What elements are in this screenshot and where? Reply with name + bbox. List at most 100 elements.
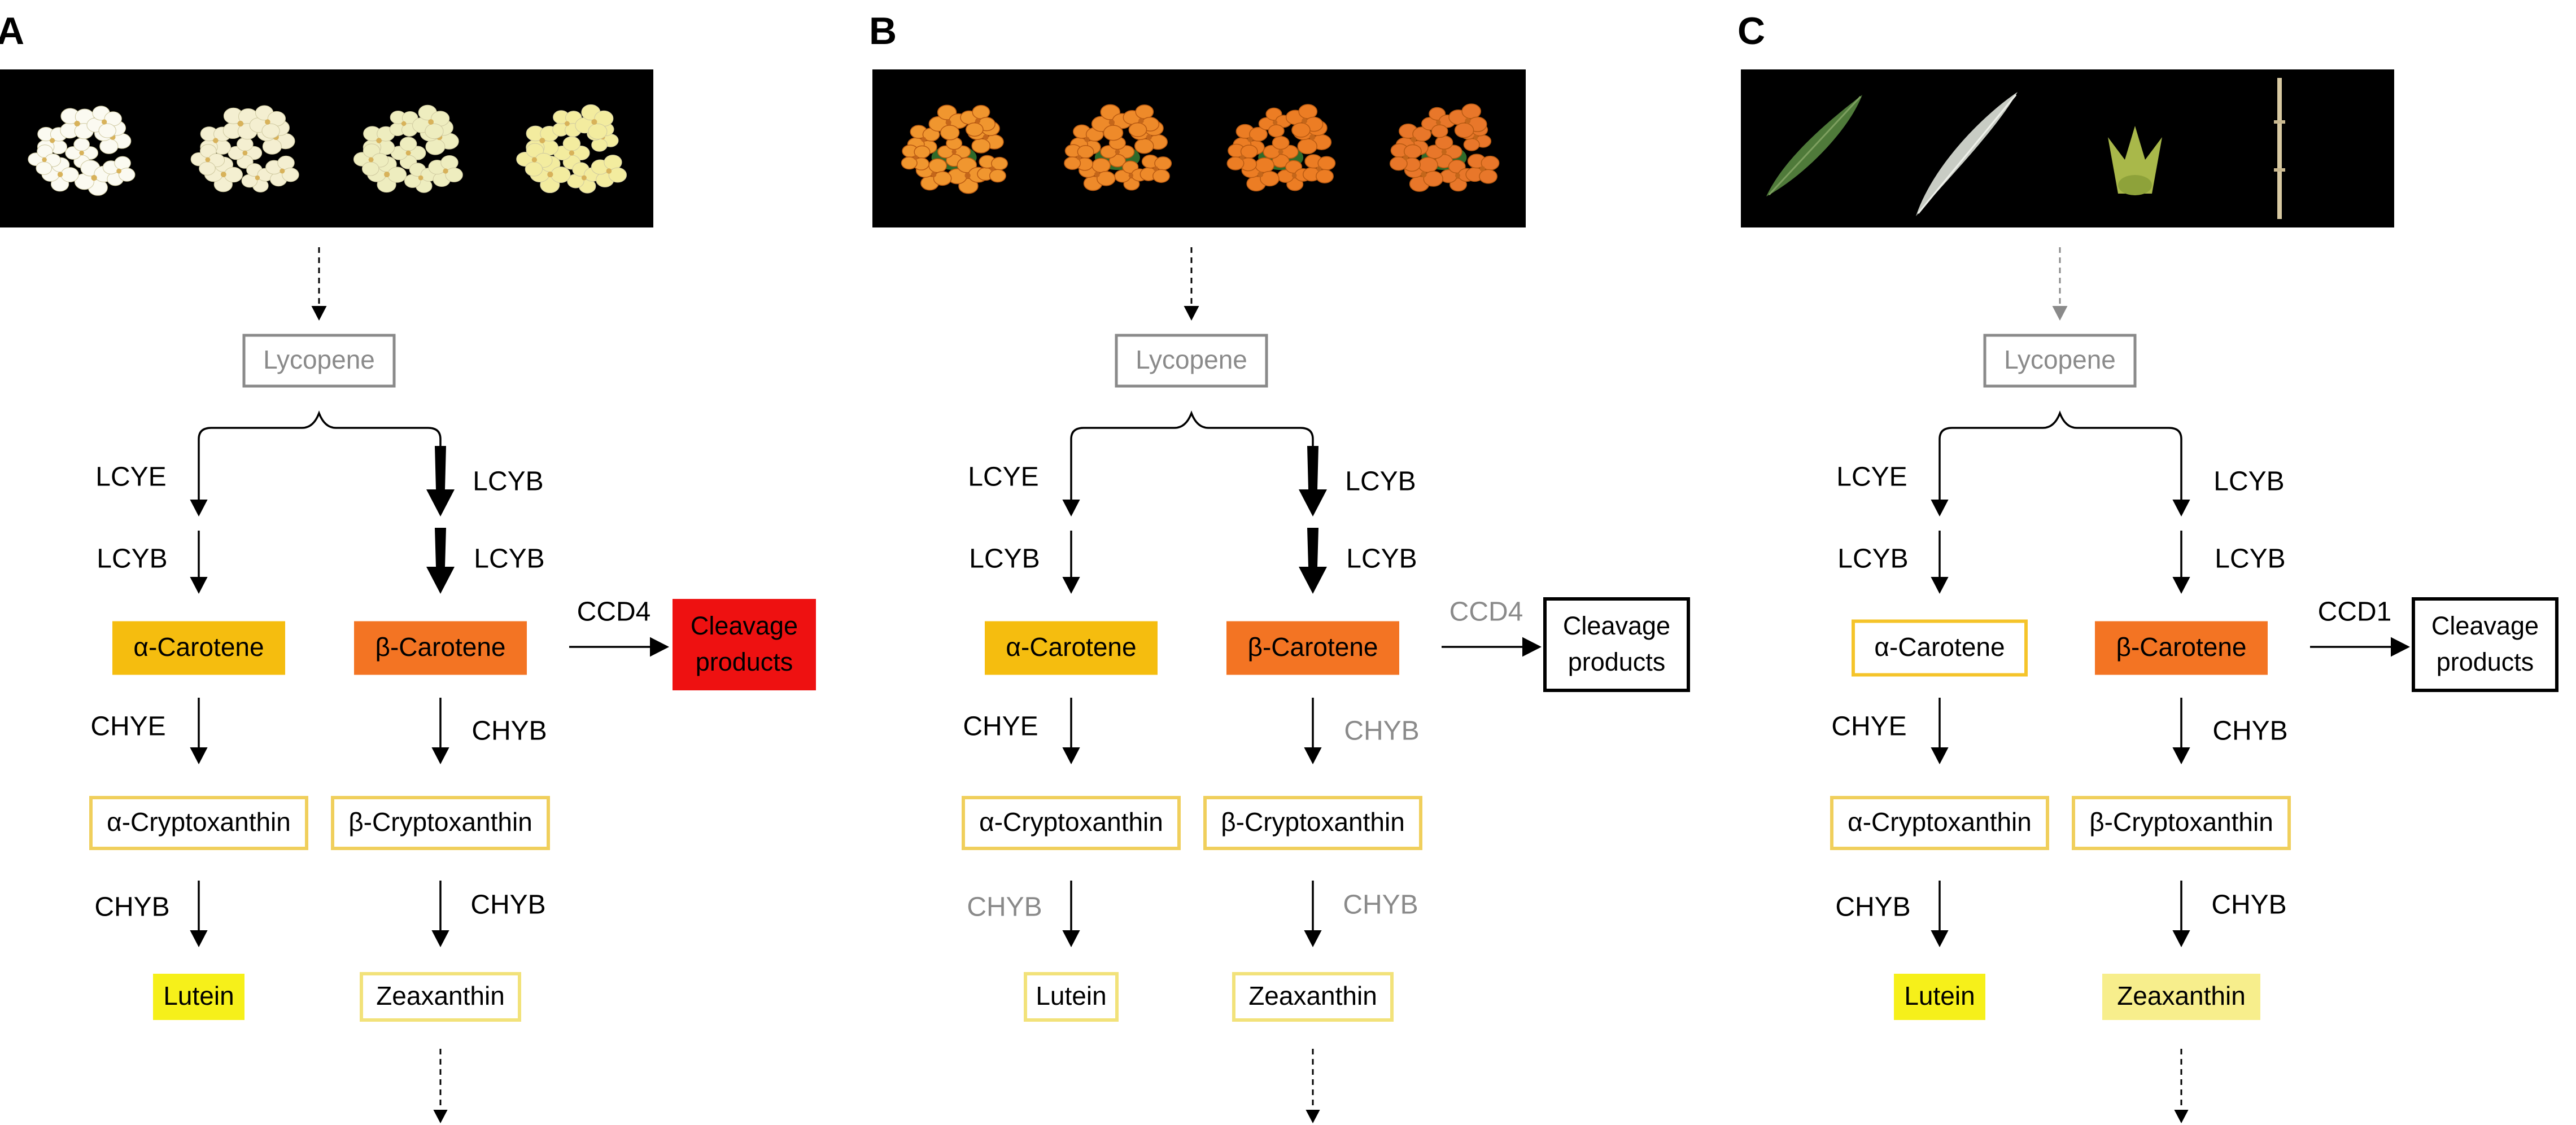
enzyme-chyb-right-2: CHYB <box>470 890 545 920</box>
photo-orange-flowers <box>872 69 1526 227</box>
enzyme-lcye: LCYE <box>968 462 1038 492</box>
flower-cluster-2 <box>190 105 299 192</box>
lutein-box: Lutein <box>1894 974 1985 1020</box>
alpha-cryptoxanthin-box-label: α-Cryptoxanthin <box>979 807 1163 837</box>
branch-brace <box>198 410 442 452</box>
flower-cluster-1 <box>901 104 1008 194</box>
enzyme-chye: CHYE <box>90 712 165 742</box>
branch-brace <box>1938 410 2182 452</box>
lycopene-label: Lycopene <box>2004 345 2116 374</box>
chyb-arrow-right-1 <box>1304 698 1322 764</box>
bud-green <box>2108 126 2162 195</box>
zeaxanthin-box-label: Zeaxanthin <box>376 981 505 1010</box>
enzyme-lcyb-right-1: LCYB <box>2213 467 2284 497</box>
enzyme-lcyb-right-2: LCYB <box>1346 544 1417 574</box>
lycopene-box: Lycopene <box>1115 334 1268 388</box>
alpha-cryptoxanthin-box: α-Cryptoxanthin <box>1830 796 2049 850</box>
cleavage-products-box-label-line2: products <box>1568 647 1666 676</box>
beta-cryptoxanthin-box-label: β-Cryptoxanthin <box>1221 807 1405 837</box>
chyb-arrow-right-1 <box>431 698 449 764</box>
lcyb-arrow-right-2 <box>1299 528 1327 594</box>
chyb-arrow-left <box>1062 881 1080 947</box>
panel-letter: B <box>869 10 897 52</box>
beta-cryptoxanthin-box: β-Cryptoxanthin <box>331 796 550 850</box>
lutein-box: Lutein <box>1024 972 1119 1022</box>
enzyme-chyb-right-2: CHYB <box>2211 890 2286 920</box>
chye-arrow <box>1062 698 1080 764</box>
panel-letter: A <box>0 10 24 52</box>
alpha-carotene-box: α-Carotene <box>985 621 1158 675</box>
lcyb-arrow-right-2 <box>2172 531 2190 594</box>
lcye-arrow <box>1062 452 1080 516</box>
chye-arrow <box>190 698 208 764</box>
zeaxanthin-downstream-arrow <box>433 1049 448 1123</box>
enzyme-ccd: CCD4 <box>1449 597 1523 627</box>
chyb-arrow-right-2 <box>1304 881 1322 947</box>
enzyme-chyb-right-1: CHYB <box>1344 716 1419 746</box>
lcyb-arrow-right-2 <box>426 528 455 594</box>
lutein-box-label: Lutein <box>1036 981 1106 1010</box>
zeaxanthin-box-label: Zeaxanthin <box>2117 981 2246 1010</box>
lycopene-box: Lycopene <box>1983 334 2137 388</box>
beta-cryptoxanthin-box-label: β-Cryptoxanthin <box>348 807 532 837</box>
enzyme-chyb-left: CHYB <box>1835 892 1910 922</box>
enzyme-ccd: CCD4 <box>577 597 651 627</box>
beta-carotene-box: β-Carotene <box>354 621 527 675</box>
zeaxanthin-box: Zeaxanthin <box>1232 972 1394 1022</box>
flower-cluster-3 <box>1226 104 1336 192</box>
leaf-silver <box>1916 92 2018 216</box>
enzyme-chye: CHYE <box>963 712 1038 742</box>
photo-to-lycopene-arrow <box>1184 247 1199 321</box>
chyb-arrow-left <box>1931 881 1949 947</box>
lcyb-arrow-right-1 <box>426 446 455 516</box>
lcyb-arrow-left <box>1062 531 1080 594</box>
branch-brace <box>1070 410 1314 452</box>
photo-cream-white-flowers <box>0 69 653 227</box>
beta-carotene-box: β-Carotene <box>1226 621 1399 675</box>
photo-to-lycopene-arrow <box>2052 247 2068 321</box>
enzyme-lcye: LCYE <box>1836 462 1907 492</box>
enzyme-lcyb-right-2: LCYB <box>2215 544 2285 574</box>
lutein-box: Lutein <box>153 974 244 1020</box>
zeaxanthin-box-label: Zeaxanthin <box>1248 981 1377 1010</box>
flower-cluster-4 <box>1389 103 1500 192</box>
lcyb-arrow-left <box>1931 531 1949 594</box>
enzyme-lcyb-right-1: LCYB <box>473 467 543 497</box>
lcyb-arrow-right-1 <box>2172 452 2190 516</box>
beta-carotene-box: β-Carotene <box>2095 621 2268 675</box>
flower-cluster-1 <box>28 106 136 196</box>
alpha-cryptoxanthin-box-label: α-Cryptoxanthin <box>1848 807 2032 837</box>
enzyme-chyb-left: CHYB <box>967 892 1042 922</box>
photo-to-lycopene-arrow <box>311 247 327 321</box>
enzyme-lcyb-left: LCYB <box>1837 544 1908 574</box>
alpha-cryptoxanthin-box: α-Cryptoxanthin <box>962 796 1181 850</box>
zeaxanthin-box: Zeaxanthin <box>360 972 521 1022</box>
lcye-arrow <box>190 452 208 516</box>
lcyb-arrow-left <box>190 531 208 594</box>
cleavage-arrow <box>1442 637 1542 657</box>
beta-cryptoxanthin-box: β-Cryptoxanthin <box>1203 796 1422 850</box>
zeaxanthin-downstream-arrow <box>1306 1049 1320 1123</box>
enzyme-lcyb-right-1: LCYB <box>1345 467 1416 497</box>
panel-letter: C <box>1737 10 1765 52</box>
lycopene-box: Lycopene <box>242 334 396 388</box>
flower-cluster-4 <box>516 104 627 194</box>
leaf-green <box>1766 95 1862 196</box>
enzyme-chyb-right-2: CHYB <box>1343 890 1418 920</box>
enzyme-chyb-right-1: CHYB <box>2212 716 2287 746</box>
chyb-arrow-right-2 <box>431 881 449 947</box>
enzyme-lcyb-left: LCYB <box>969 544 1040 574</box>
cleavage-products-box-label-line2: products <box>2437 647 2534 676</box>
beta-carotene-box-label: β-Carotene <box>375 632 505 662</box>
photo-leaves-and-stem <box>1741 69 2394 227</box>
zeaxanthin-box: Zeaxanthin <box>2102 974 2260 1020</box>
enzyme-lcye: LCYE <box>95 462 166 492</box>
chyb-arrow-right-2 <box>2172 881 2190 947</box>
lycopene-label: Lycopene <box>263 345 375 374</box>
